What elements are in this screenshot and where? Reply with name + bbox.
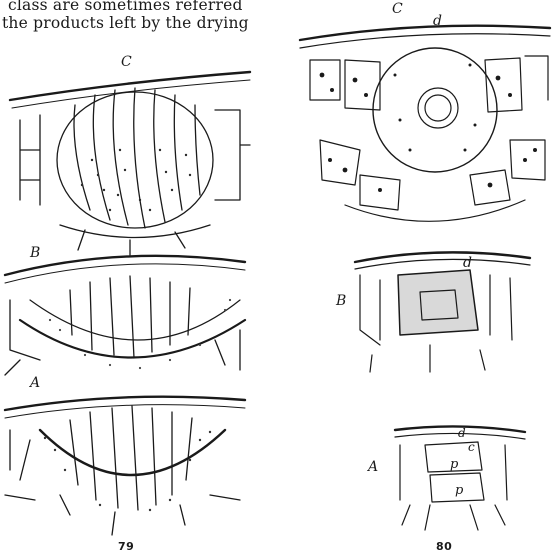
fig80-label-a: A: [368, 460, 378, 474]
fig80-label-d-top: d: [433, 14, 442, 28]
fig80-label-p-1: p: [450, 458, 458, 472]
fig80-panel-c-dots: [320, 64, 537, 193]
fig80-number: 80: [436, 540, 452, 553]
fig79-number: 79: [118, 540, 134, 553]
fig80-panel-c-drawing: [300, 26, 550, 222]
fig80-panel-a-drawing: [395, 426, 525, 530]
fig80-label-p-2: p: [455, 484, 463, 498]
fig80-label-c: C: [392, 2, 403, 16]
fig80-label-b: B: [336, 294, 346, 308]
fig79-label-b: B: [30, 246, 40, 260]
fig80-label-d-bottom: d: [458, 426, 466, 440]
fig79-label-c: C: [121, 55, 132, 69]
fig80-label-d-middle: d: [463, 256, 472, 270]
fig80-label-c-bottom: c: [468, 440, 475, 454]
fig80-panel-b-drawing: [355, 252, 530, 372]
fig79-label-a: A: [30, 376, 40, 390]
